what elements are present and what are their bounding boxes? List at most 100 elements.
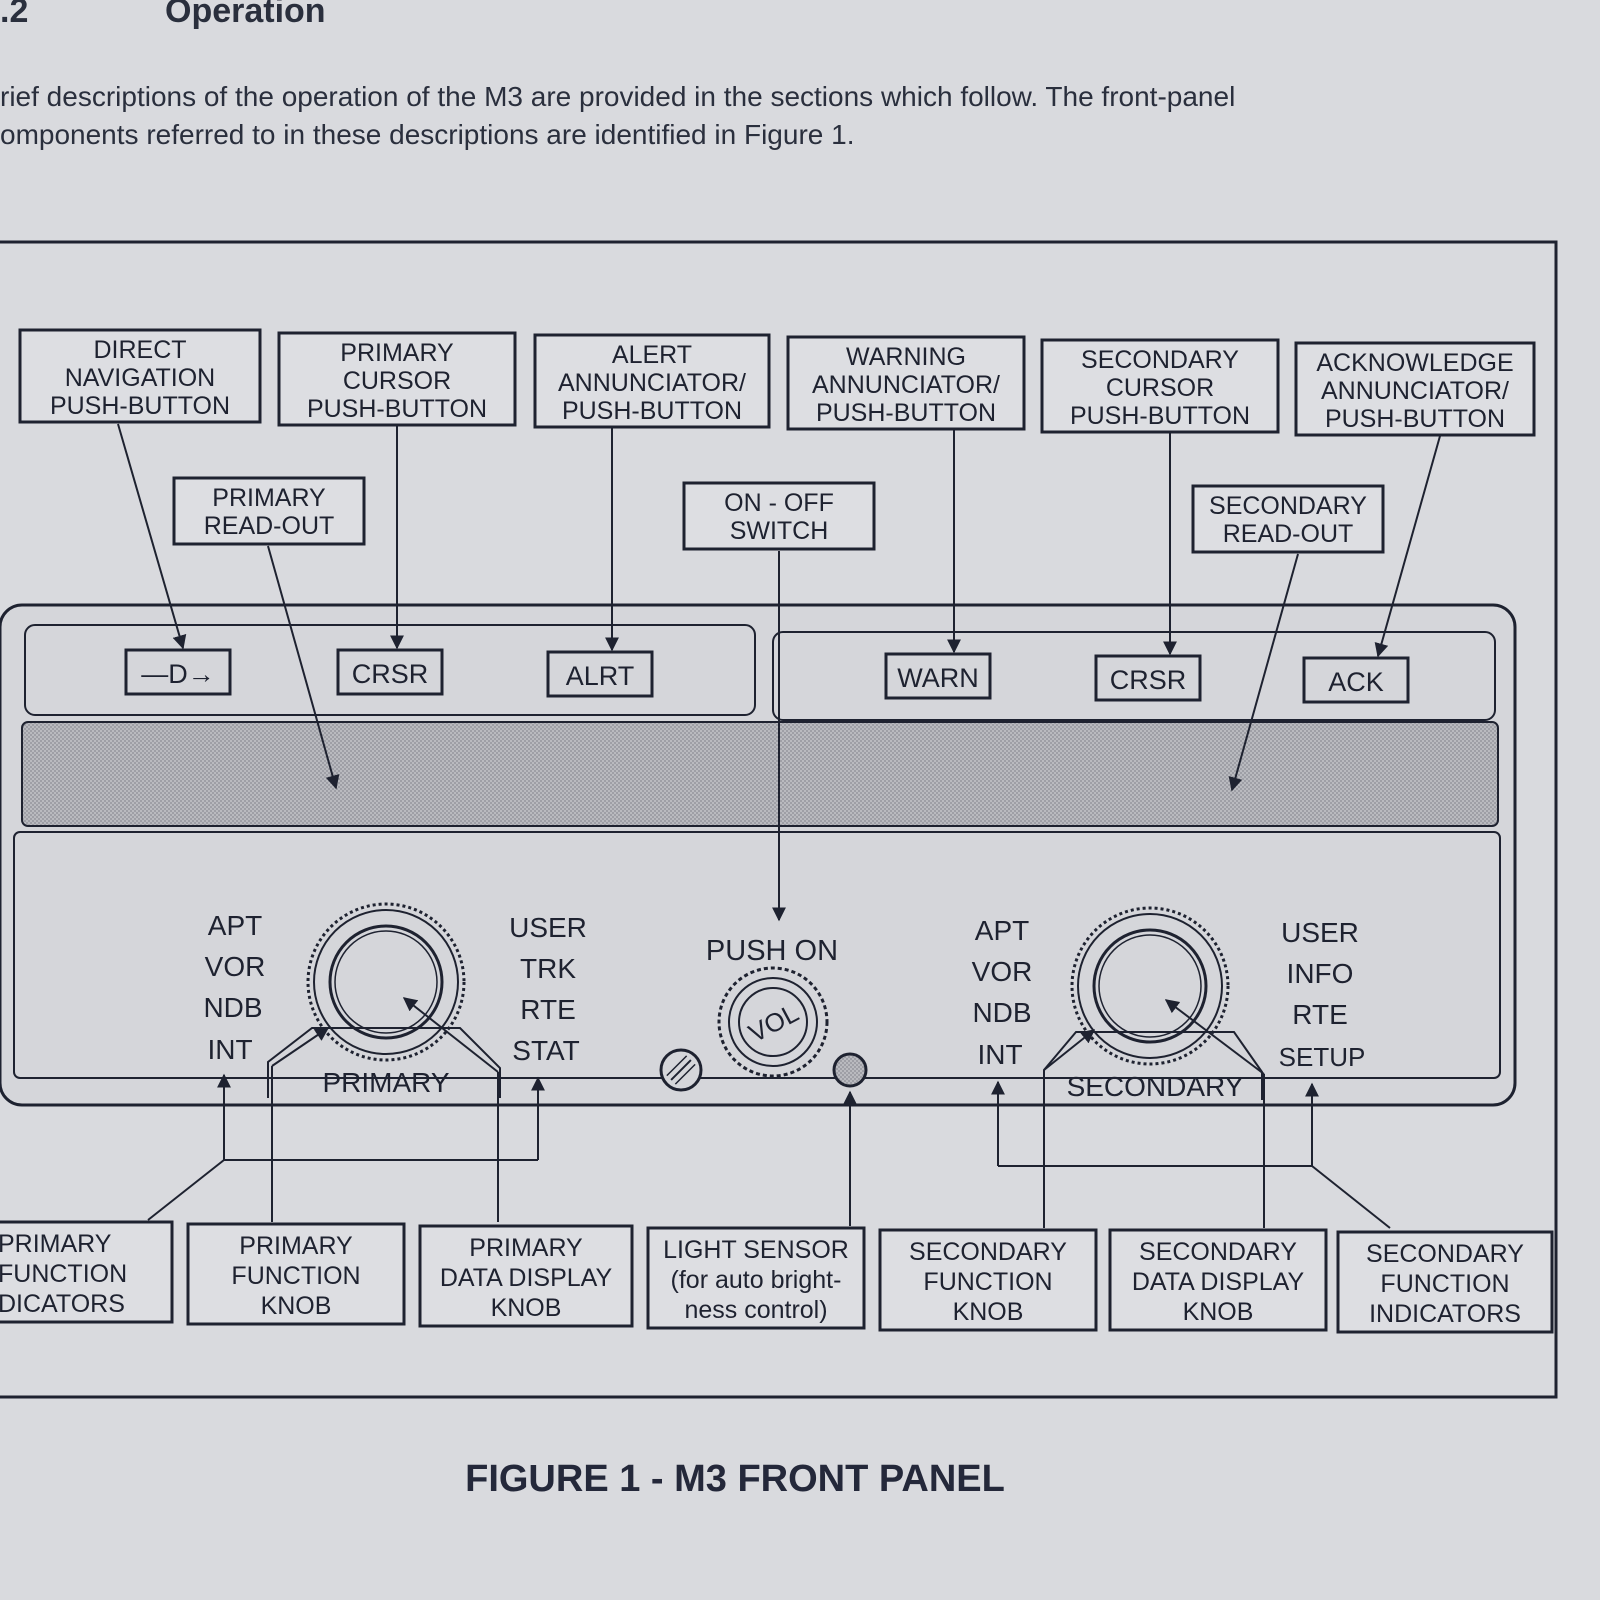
- primary-fn-user: USER: [509, 912, 587, 943]
- svg-text:FUNCTION: FUNCTION: [1380, 1270, 1509, 1298]
- svg-text:CURSOR: CURSOR: [1106, 374, 1214, 402]
- intro-paragraph: rief descriptions of the operation of th…: [0, 78, 1560, 154]
- secondary-fn-info: INFO: [1287, 958, 1354, 989]
- leader-lines-top: [117, 423, 1441, 922]
- svg-text:READ-OUT: READ-OUT: [204, 512, 335, 540]
- primary-knob[interactable]: [306, 902, 466, 1062]
- callout-primary-data-display-knob: PRIMARY DATA DISPLAY KNOB: [418, 1224, 634, 1328]
- secondary-fn-user: USER: [1281, 917, 1359, 948]
- svg-text:ANNUNCIATOR/: ANNUNCIATOR/: [558, 369, 746, 397]
- svg-text:ALERT: ALERT: [612, 341, 692, 369]
- panel-screw-icon: [659, 1048, 703, 1092]
- alert-button[interactable]: ALRT: [546, 650, 654, 698]
- direct-nav-button[interactable]: —D→: [124, 648, 232, 696]
- svg-text:PRIMARY: PRIMARY: [0, 1230, 112, 1258]
- svg-text:FUNCTION: FUNCTION: [923, 1268, 1052, 1296]
- secondary-knob[interactable]: [1070, 906, 1230, 1066]
- svg-text:PUSH-BUTTON: PUSH-BUTTON: [1325, 405, 1505, 433]
- primary-fn-trk: TRK: [520, 953, 576, 984]
- svg-text:KNOB: KNOB: [1183, 1298, 1254, 1326]
- callout-on-off: ON - OFF SWITCH: [682, 481, 876, 551]
- leader-lines-bottom: [147, 997, 1391, 1229]
- primary-fn-ndb: NDB: [203, 992, 262, 1023]
- svg-text:NAVIGATION: NAVIGATION: [65, 364, 215, 392]
- svg-text:SECONDARY: SECONDARY: [909, 1238, 1067, 1266]
- knob-area: [13, 831, 1501, 1079]
- volume-knob[interactable]: VOL: [717, 966, 829, 1078]
- secondary-knob-label: SECONDARY: [1067, 1071, 1244, 1102]
- secondary-fn-apt: APT: [975, 915, 1029, 946]
- callout-secondary-cursor: SECONDARY CURSOR PUSH-BUTTON: [1040, 338, 1280, 434]
- secondary-function-labels-left: APT VOR NDB INT: [972, 915, 1033, 1070]
- secondary-button-strip: [772, 631, 1496, 721]
- primary-fn-apt: APT: [208, 910, 262, 941]
- callout-secondary-data-display-knob: SECONDARY DATA DISPLAY KNOB: [1108, 1228, 1328, 1332]
- svg-text:SECONDARY: SECONDARY: [1081, 346, 1239, 374]
- svg-text:CURSOR: CURSOR: [343, 367, 451, 395]
- callout-secondary-function-indicators: SECONDARY FUNCTION INDICATORS: [1336, 1230, 1554, 1334]
- primary-button-strip: [24, 624, 756, 716]
- primary-knob-bracket: [267, 1027, 501, 1098]
- primary-fn-rte: RTE: [520, 994, 576, 1025]
- svg-text:ON - OFF: ON - OFF: [724, 489, 834, 517]
- secondary-fn-int: INT: [977, 1039, 1022, 1070]
- svg-text:ANNUNCIATOR/: ANNUNCIATOR/: [1321, 377, 1509, 405]
- svg-text:SECONDARY: SECONDARY: [1139, 1238, 1297, 1266]
- svg-text:KNOB: KNOB: [261, 1292, 332, 1320]
- svg-text:DIRECT: DIRECT: [93, 336, 186, 364]
- secondary-function-labels-right: USER INFO RTE SETUP: [1279, 917, 1366, 1072]
- intro-line-1: rief descriptions of the operation of th…: [0, 81, 1236, 112]
- svg-text:ness control): ness control): [684, 1296, 827, 1324]
- secondary-fn-setup: SETUP: [1279, 1042, 1366, 1072]
- callout-primary-readout: PRIMARY READ-OUT: [172, 476, 366, 546]
- light-sensor-icon: [832, 1052, 868, 1088]
- callout-secondary-readout: SECONDARY READ-OUT: [1191, 484, 1385, 554]
- direct-nav-button-label: —D→: [141, 659, 215, 689]
- svg-text:PUSH-BUTTON: PUSH-BUTTON: [562, 397, 742, 425]
- secondary-cursor-button[interactable]: CRSR: [1094, 654, 1202, 702]
- svg-text:SECONDARY: SECONDARY: [1209, 492, 1367, 520]
- primary-fn-stat: STAT: [512, 1035, 579, 1066]
- section-number: .2: [0, 0, 29, 30]
- svg-text:FUNCTION: FUNCTION: [0, 1260, 127, 1288]
- svg-text:DICATORS: DICATORS: [0, 1290, 125, 1318]
- callout-direct-nav: DIRECT NAVIGATION PUSH-BUTTON: [18, 328, 262, 424]
- callout-primary-function-indicators: PRIMARY FUNCTION DICATORS: [0, 1220, 174, 1324]
- svg-text:READ-OUT: READ-OUT: [1223, 520, 1354, 548]
- svg-text:ANNUNCIATOR/: ANNUNCIATOR/: [812, 371, 1000, 399]
- svg-text:PUSH-BUTTON: PUSH-BUTTON: [307, 395, 487, 423]
- svg-text:PRIMARY: PRIMARY: [469, 1234, 583, 1262]
- section-title: Operation: [165, 0, 326, 30]
- primary-function-labels-right: USER TRK RTE STAT: [509, 912, 587, 1066]
- secondary-cursor-button-label: CRSR: [1110, 665, 1187, 695]
- callout-acknowledge: ACKNOWLEDGE ANNUNCIATOR/ PUSH-BUTTON: [1294, 341, 1536, 437]
- callout-secondary-function-knob: SECONDARY FUNCTION KNOB: [878, 1228, 1098, 1332]
- primary-fn-int: INT: [207, 1034, 252, 1065]
- acknowledge-button[interactable]: ACK: [1302, 656, 1410, 704]
- svg-text:FUNCTION: FUNCTION: [231, 1262, 360, 1290]
- primary-knob-label: PRIMARY: [322, 1067, 449, 1098]
- svg-text:PUSH-BUTTON: PUSH-BUTTON: [816, 399, 996, 427]
- primary-cursor-button[interactable]: CRSR: [336, 648, 444, 696]
- svg-text:PRIMARY: PRIMARY: [239, 1232, 353, 1260]
- readout-display: [21, 721, 1499, 827]
- figure-caption: FIGURE 1 - M3 FRONT PANEL: [465, 1458, 1005, 1500]
- svg-text:PRIMARY: PRIMARY: [340, 339, 454, 367]
- secondary-fn-rte: RTE: [1292, 999, 1348, 1030]
- svg-text:DATA DISPLAY: DATA DISPLAY: [440, 1264, 613, 1292]
- svg-text:KNOB: KNOB: [491, 1294, 562, 1322]
- callout-alert: ALERT ANNUNCIATOR/ PUSH-BUTTON: [533, 333, 771, 429]
- svg-text:(for auto bright-: (for auto bright-: [671, 1266, 842, 1294]
- warning-button[interactable]: WARN: [884, 652, 992, 700]
- callout-primary-cursor: PRIMARY CURSOR PUSH-BUTTON: [277, 331, 517, 427]
- callout-warning: WARNING ANNUNCIATOR/ PUSH-BUTTON: [786, 335, 1026, 431]
- svg-text:ACKNOWLEDGE: ACKNOWLEDGE: [1316, 349, 1513, 377]
- svg-text:DATA DISPLAY: DATA DISPLAY: [1132, 1268, 1305, 1296]
- acknowledge-button-label: ACK: [1328, 667, 1384, 697]
- intro-line-2: omponents referred to in these descripti…: [0, 119, 855, 150]
- svg-text:WARNING: WARNING: [846, 343, 966, 371]
- alert-button-label: ALRT: [566, 661, 635, 691]
- svg-text:PUSH-BUTTON: PUSH-BUTTON: [50, 392, 230, 420]
